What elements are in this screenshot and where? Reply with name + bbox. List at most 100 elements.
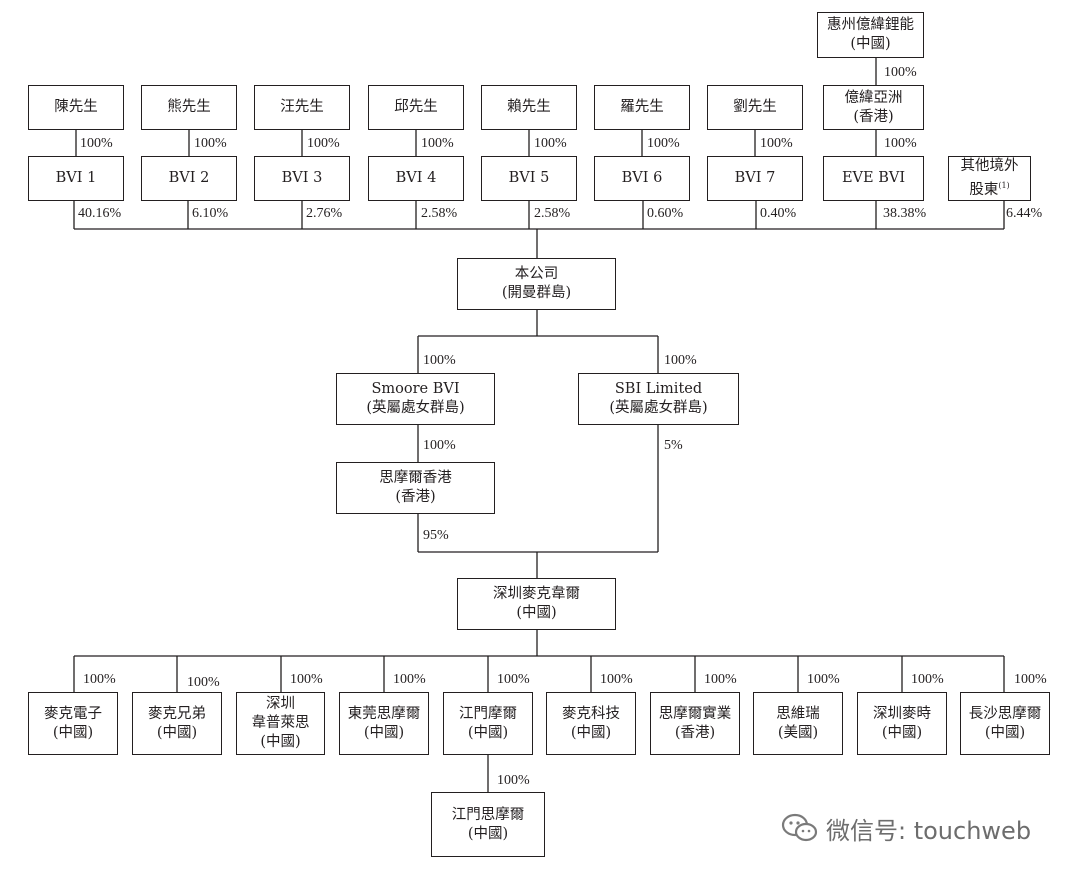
- eve-asia-box: 億緯亞洲 (香港): [823, 85, 924, 130]
- eve-bvi-box: EVE BVI: [823, 156, 924, 201]
- subsidiary-pct: 100%: [393, 672, 426, 687]
- subsidiary-smoore-industrial: 思摩爾實業 (香港): [650, 692, 740, 755]
- smoore-hk-region: (香港): [395, 489, 436, 505]
- subsidiary-pct: 100%: [807, 672, 840, 687]
- founder-pct: 100%: [647, 136, 680, 151]
- shenzhen-smoore-region: (中國): [516, 605, 557, 621]
- subsidiary-shenzhen-maishi: 深圳麥時 (中國): [857, 692, 947, 755]
- subsidiary-pct: 100%: [704, 672, 737, 687]
- founder-box-chen: 陳先生: [28, 85, 124, 130]
- sbi-name: SBI Limited: [614, 381, 703, 397]
- smoore-bvi-region: (英屬處女群島): [366, 400, 465, 416]
- share-pct: 0.60%: [647, 206, 684, 221]
- smoore-hk-name: 思摩爾香港: [379, 470, 452, 486]
- sbi-region: (英屬處女群島): [609, 400, 708, 416]
- subsidiary-region: (中國): [260, 734, 301, 750]
- subsidiary-region: (中國): [363, 724, 405, 741]
- founder-name: 賴先生: [507, 99, 551, 115]
- founder-box-liu: 劉先生: [707, 85, 803, 130]
- subsidiary-siweirui: 思維瑞 (美國): [753, 692, 843, 755]
- sbi-to-shenzhen-pct: 5%: [664, 438, 683, 453]
- founder-box-lai: 賴先生: [481, 85, 577, 130]
- share-pct: 2.76%: [306, 206, 343, 221]
- wechat-icon: [781, 813, 818, 842]
- eve-asia-region: (香港): [853, 108, 894, 125]
- subsidiary-pct: 100%: [497, 672, 530, 687]
- jiangmen-smoore-name: 江門思摩爾: [451, 806, 525, 823]
- subsidiary-jiangmen-moore: 江門摩爾 (中國): [443, 692, 533, 755]
- bvi-3-box: BVI 3: [254, 156, 350, 201]
- subsidiary-mike-electronics: 麥克電子 (中國): [28, 692, 118, 755]
- subsidiary-changsha-smoore: 長沙思摩爾 (中國): [960, 692, 1050, 755]
- smoore-hk-to-shenzhen-pct: 95%: [423, 528, 449, 543]
- smoore-bvi-box: Smoore BVI (英屬處女群島): [336, 373, 495, 425]
- subsidiary-pct: 100%: [1014, 672, 1047, 687]
- company-region: (開曼群島): [501, 285, 572, 301]
- smoore-hk-box: 思摩爾香港 (香港): [336, 462, 495, 514]
- founder-pct: 100%: [760, 136, 793, 151]
- sbi-box: SBI Limited (英屬處女群島): [578, 373, 739, 425]
- subsidiary-name: 麥克兄弟: [148, 705, 206, 722]
- subsidiary-region: (中國): [52, 724, 94, 741]
- bvi-1-box: BVI 1: [28, 156, 124, 201]
- watermark: 微信号: touchweb: [780, 808, 1031, 848]
- subsidiary-region: (香港): [674, 724, 716, 741]
- subsidiary-mike-technology: 麥克科技 (中國): [546, 692, 636, 755]
- other-shareholders-line2: 股東(1): [969, 181, 1010, 198]
- founder-box-wang: 汪先生: [254, 85, 350, 130]
- founder-pct: 100%: [534, 136, 567, 151]
- eve-asia-name: 億緯亞洲: [844, 89, 903, 106]
- founder-name: 邱先生: [394, 99, 438, 115]
- founder-box-luo: 羅先生: [594, 85, 690, 130]
- share-pct: 6.44%: [1006, 206, 1043, 221]
- founder-name: 羅先生: [620, 99, 664, 115]
- subsidiary-name: 麥克科技: [562, 705, 620, 722]
- bvi-label: BVI 1: [55, 170, 97, 186]
- subsidiary-name: 思摩爾實業: [658, 705, 732, 722]
- founder-pct: 100%: [307, 136, 340, 151]
- subsidiary-name: 思維瑞: [776, 705, 820, 722]
- smoore-bvi-pct: 100%: [423, 353, 456, 368]
- subsidiary-pct: 100%: [290, 672, 323, 687]
- bvi-6-box: BVI 6: [594, 156, 690, 201]
- subsidiary-region: (中國): [881, 724, 923, 741]
- company-box: 本公司 (開曼群島): [457, 258, 616, 310]
- founder-name: 汪先生: [280, 99, 324, 115]
- shenzhen-smoore-box: 深圳麥克韋爾 (中國): [457, 578, 616, 630]
- subsidiary-region: (中國): [570, 724, 612, 741]
- subsidiary-name: 麥克電子: [44, 705, 102, 722]
- share-pct: 0.40%: [760, 206, 797, 221]
- bvi-4-box: BVI 4: [368, 156, 464, 201]
- subsidiary-name: 深圳麥時: [873, 705, 931, 722]
- subsidiary-region: (美國): [777, 724, 819, 741]
- shenzhen-smoore-name: 深圳麥克韋爾: [493, 586, 580, 602]
- subsidiary-mike-brothers: 麥克兄弟 (中國): [132, 692, 222, 755]
- bvi-2-box: BVI 2: [141, 156, 237, 201]
- subsidiary-dongguan-smoore: 東莞思摩爾 (中國): [339, 692, 429, 755]
- share-pct: 6.10%: [192, 206, 229, 221]
- eve-bvi-label: EVE BVI: [841, 170, 906, 186]
- jiangmen-smoore-pct: 100%: [497, 773, 530, 788]
- huizhou-eve-pct: 100%: [884, 65, 917, 80]
- smoore-bvi-name: Smoore BVI: [371, 381, 460, 397]
- jiangmen-smoore-box: 江門思摩爾 (中國): [431, 792, 545, 857]
- bvi-label: BVI 7: [734, 170, 776, 186]
- founder-name: 陳先生: [54, 99, 98, 115]
- subsidiary-pct: 100%: [911, 672, 944, 687]
- bvi-label: BVI 4: [395, 170, 437, 186]
- share-pct: 2.58%: [534, 206, 571, 221]
- share-pct: 40.16%: [78, 206, 122, 221]
- other-shareholders-line1: 其他境外: [960, 158, 1019, 175]
- jiangmen-smoore-region: (中國): [467, 825, 509, 842]
- huizhou-eve-region: (中國): [850, 36, 891, 52]
- subsidiary-region: (中國): [467, 724, 509, 741]
- subsidiary-region: (中國): [984, 724, 1026, 741]
- bvi-5-box: BVI 5: [481, 156, 577, 201]
- share-pct: 2.58%: [421, 206, 458, 221]
- smoore-hk-pct: 100%: [423, 438, 456, 453]
- subsidiary-name: 東莞思摩爾: [347, 705, 421, 722]
- bvi-label: BVI 5: [508, 170, 550, 186]
- founder-name: 熊先生: [167, 99, 211, 115]
